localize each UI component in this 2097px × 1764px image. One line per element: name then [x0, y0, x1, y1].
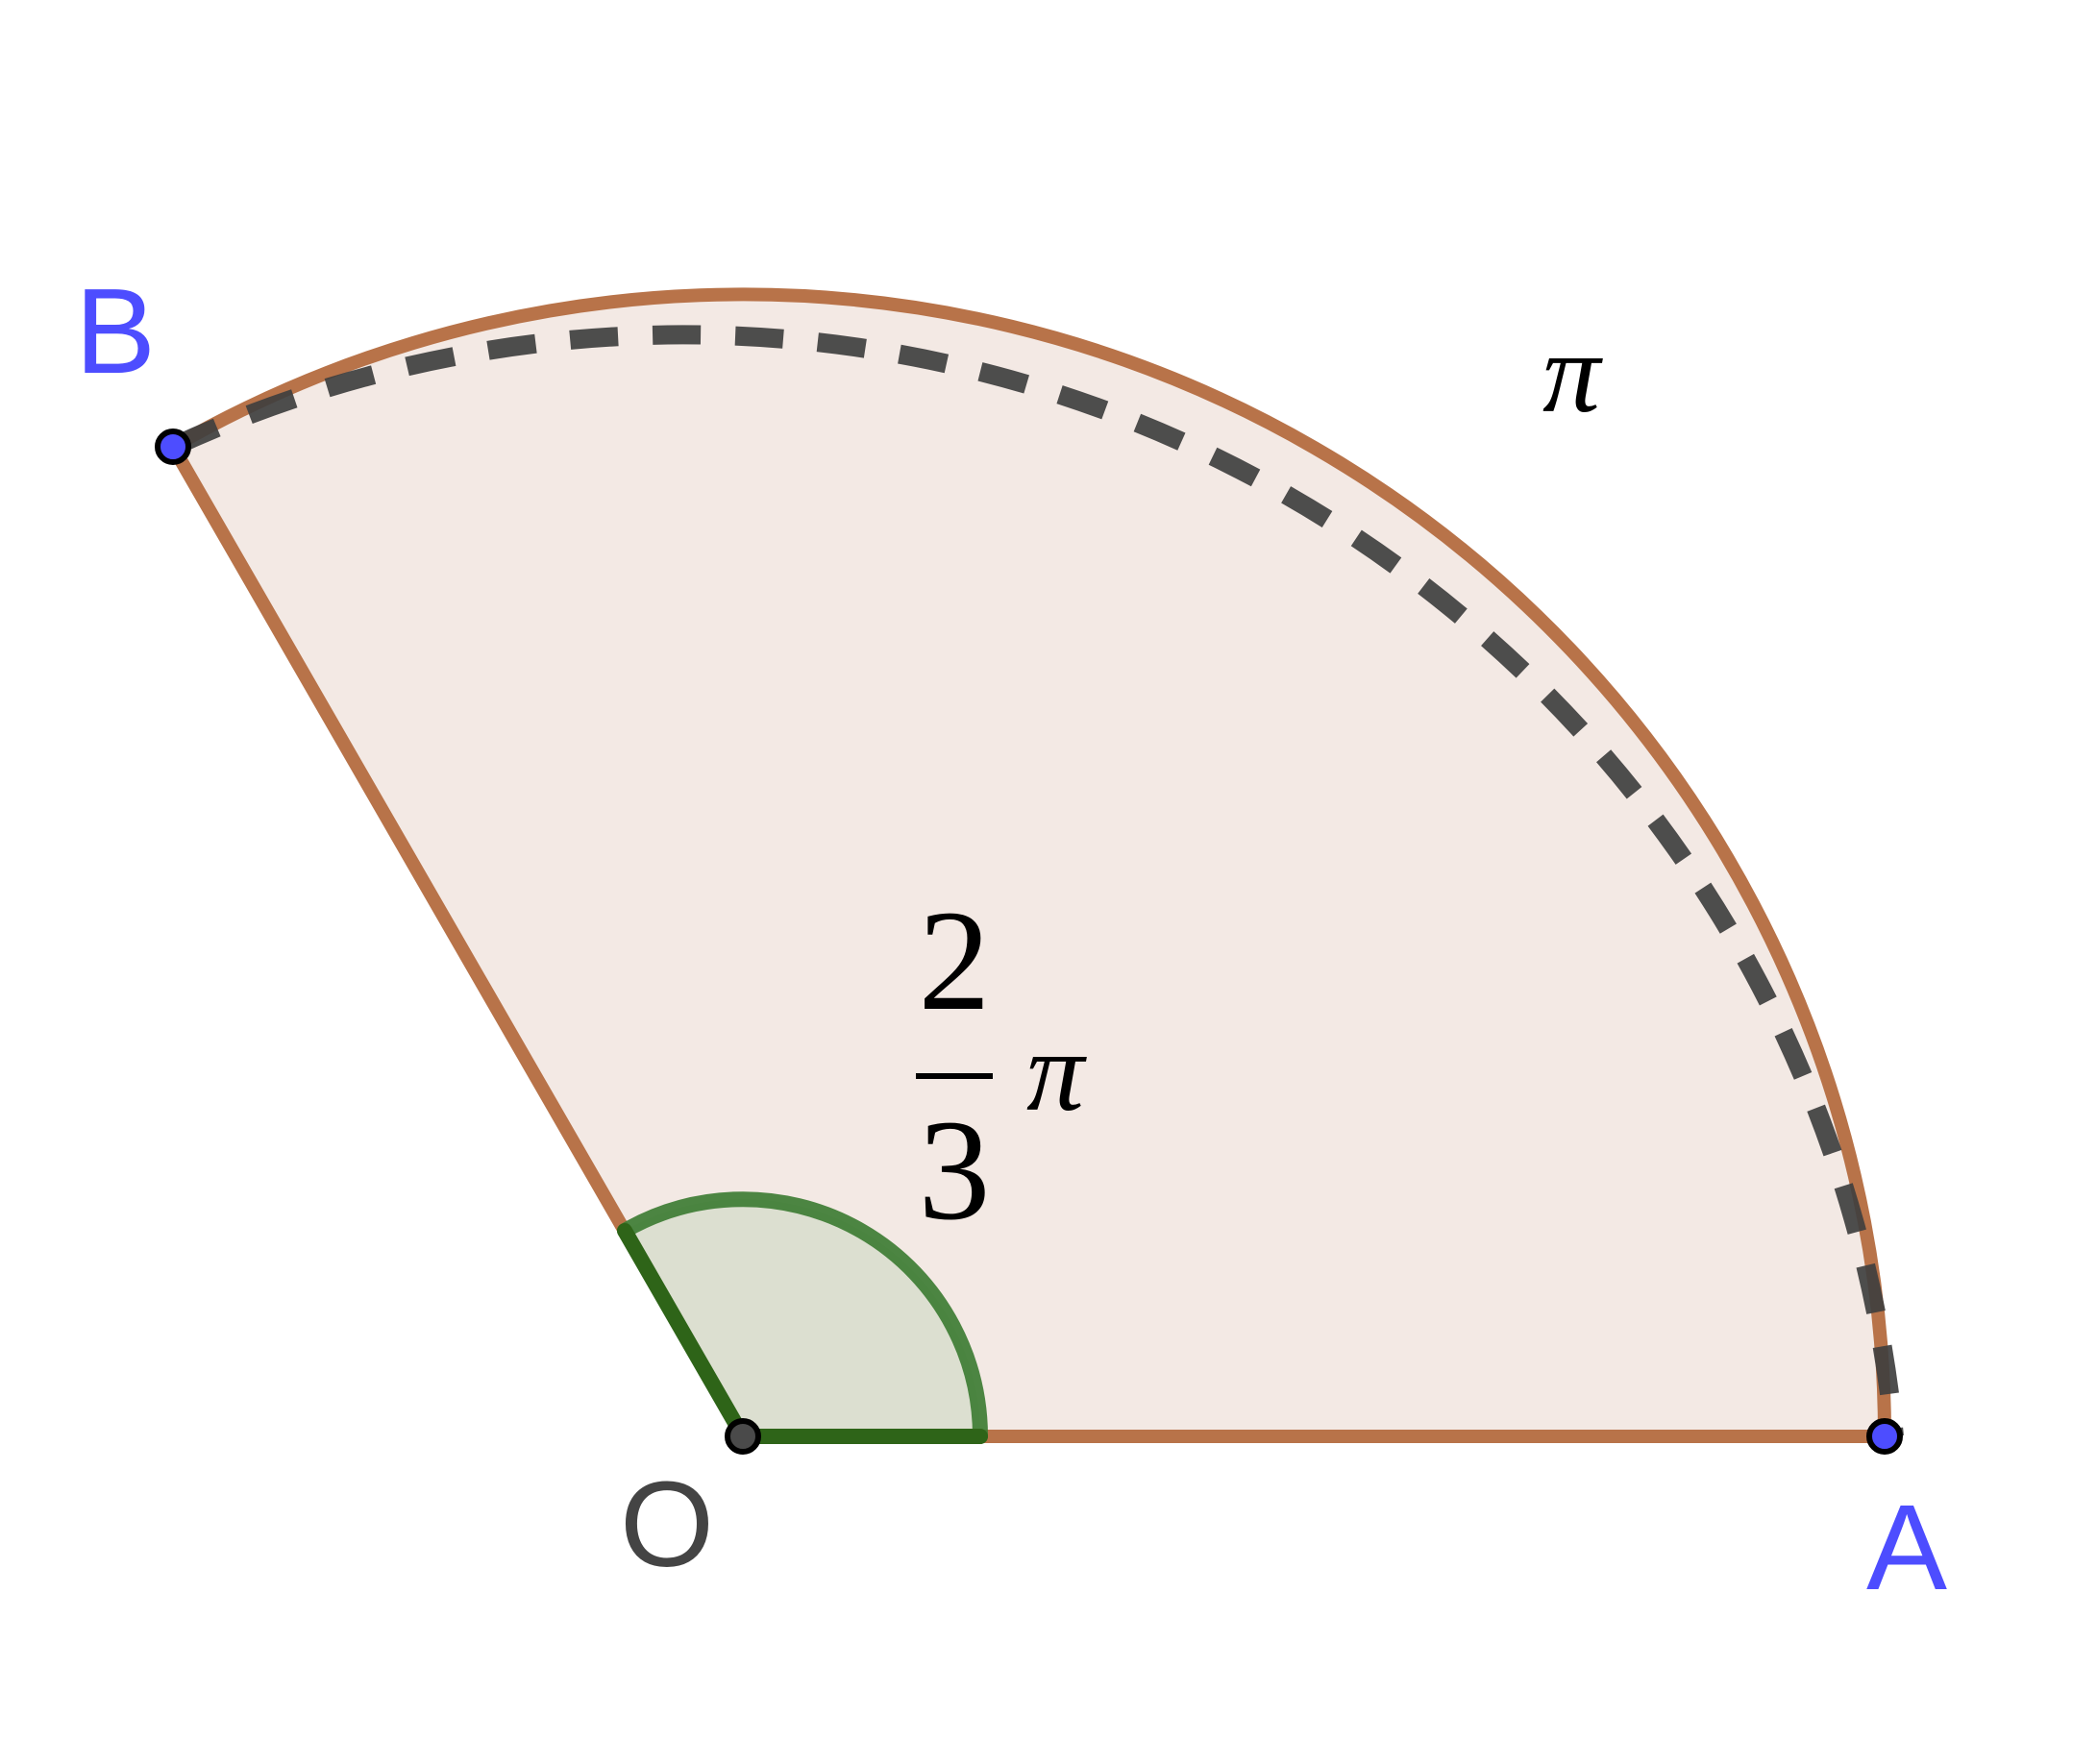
point-b[interactable]: [155, 429, 191, 465]
angle-label-numerator: 2: [919, 881, 991, 1041]
angle-marker-ray-ob: [617, 1223, 751, 1444]
arc-length-label: π: [1542, 308, 1603, 436]
point-a-label: A: [1866, 1480, 1947, 1615]
point-b-label: B: [75, 263, 156, 399]
point-o-label: O: [620, 1457, 714, 1592]
angle-label-denominator: 3: [919, 1090, 991, 1250]
angle-marker-arc: [617, 1191, 988, 1444]
sector-region: [166, 287, 1891, 1443]
point-o[interactable]: [725, 1418, 761, 1455]
angle-label-pi: π: [1026, 1007, 1087, 1135]
dashed-arc: [168, 325, 1904, 1437]
point-a[interactable]: [1866, 1418, 1903, 1455]
